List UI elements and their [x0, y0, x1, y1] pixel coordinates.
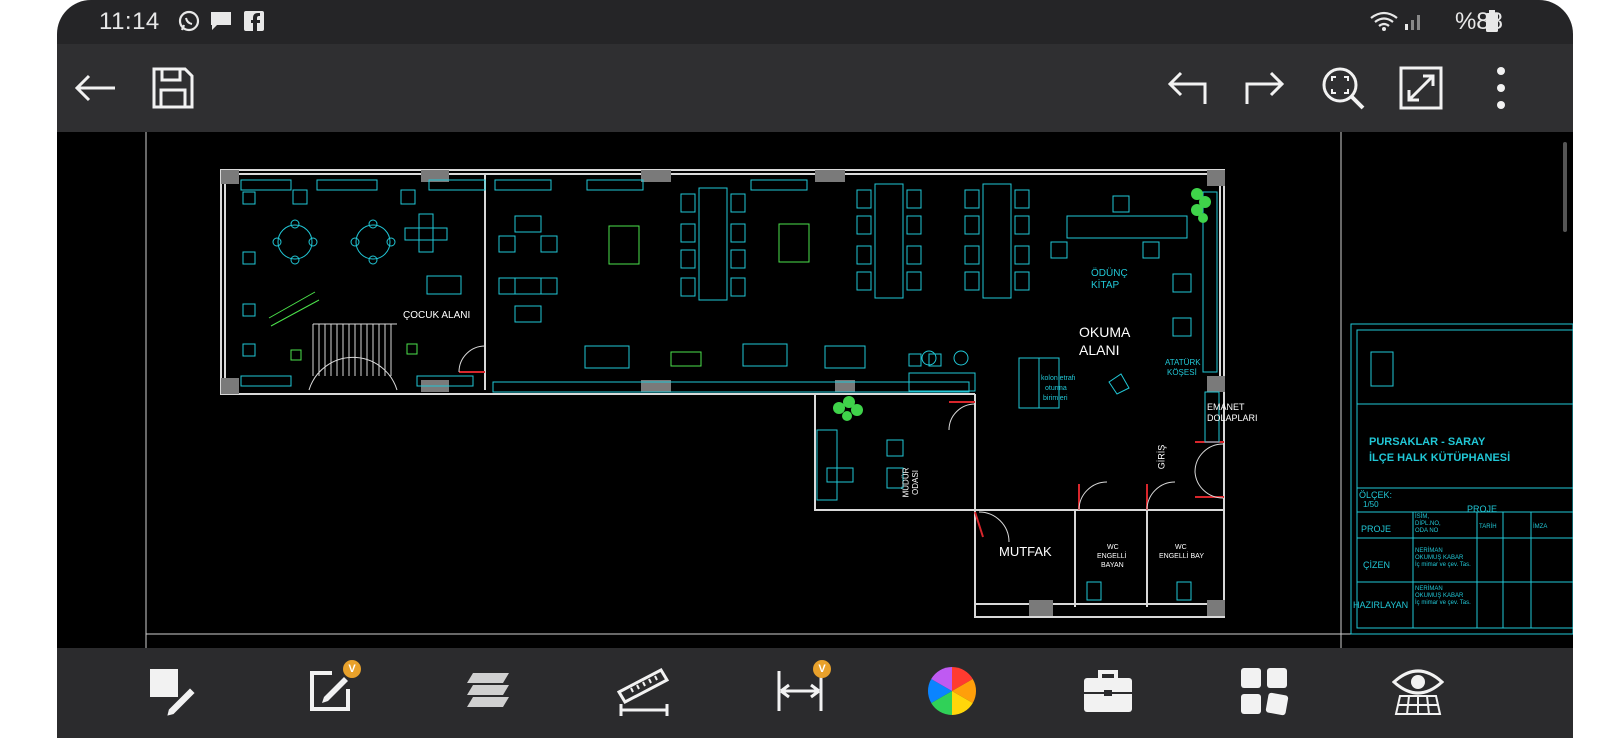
whatsapp-icon [177, 9, 201, 33]
edit-tool-button[interactable]: V [301, 660, 361, 720]
drawing-canvas[interactable]: ÇOCUK ALANI OKUMA ALANI ÖDÜNÇ KİTAP ATAT… [57, 132, 1573, 648]
app-window: 11:14 %88 [57, 0, 1573, 738]
room-label-wc-female-2: ENGELLİ [1097, 553, 1127, 560]
room-label-director-2: ODASI [910, 470, 920, 495]
room-label-director-1: MÜDÜR [901, 467, 911, 498]
signal-icon [1403, 9, 1425, 33]
edit-badge: V [343, 660, 361, 678]
status-bar: 11:14 %88 [57, 0, 1573, 44]
save-icon [152, 67, 194, 109]
room-label-wc-female-3: BAYAN [1101, 562, 1124, 569]
wifi-icon [1369, 9, 1399, 33]
undo-icon [1167, 71, 1207, 104]
title-block-imza: İMZA [1533, 524, 1548, 530]
highlighted-furniture [268, 223, 810, 367]
room-label-lend-1: ÖDÜNÇ [1091, 268, 1128, 279]
room-label-reading-1: OKUMA [1079, 324, 1131, 340]
blocks-icon [1241, 668, 1289, 716]
layers-icon [467, 673, 509, 707]
column-note-2: oturma [1045, 385, 1067, 392]
title-block-cizen-name-2: OKUMUŞ KABAR [1415, 555, 1464, 561]
room-label-ataturk-2: KÖŞESİ [1167, 368, 1197, 377]
title-block-info-3: ODA NO [1415, 528, 1439, 534]
save-button[interactable] [145, 60, 201, 116]
title-block-frame [1350, 323, 1573, 635]
color-tool-button[interactable] [923, 662, 981, 720]
plants [833, 188, 1211, 421]
room-label-locker-1: EMANET [1207, 402, 1245, 412]
title-block-title-1: PURSAKLAR - SARAY [1369, 436, 1486, 448]
more-vertical-icon [1497, 67, 1505, 109]
room-label-ataturk-1: ATATÜRK [1165, 358, 1201, 367]
back-arrow-icon [74, 74, 115, 102]
back-button[interactable] [67, 60, 123, 116]
markup-tool-button[interactable] [143, 662, 201, 720]
toolbox-icon [1084, 670, 1132, 712]
room-label-wc-female-1: WC [1107, 544, 1119, 551]
title-block-proje-header: PROJE [1467, 504, 1498, 514]
title-block-scale-value: 1/50 [1363, 500, 1379, 509]
room-label-lend-2: KİTAP [1091, 280, 1120, 291]
title-block-info-2: DİPL.NO, [1415, 521, 1441, 527]
view-icon [1392, 669, 1444, 715]
measure-tool-button[interactable] [615, 662, 673, 720]
title-block-cizen-role: İç mimar ve çev. Tas. [1415, 562, 1471, 568]
door-marks [459, 371, 1224, 538]
building-walls [220, 169, 1225, 618]
stair-steps [308, 323, 398, 391]
fullscreen-icon [1399, 66, 1443, 110]
more-options-button[interactable] [1473, 60, 1529, 116]
zoom-extents-button[interactable] [1315, 60, 1371, 116]
reading-tables [498, 183, 1220, 601]
status-time: 11:14 [99, 8, 160, 35]
title-block-cizen-name: NERİMAN [1415, 548, 1443, 554]
view-mode-button[interactable] [1389, 662, 1447, 720]
title-block-haz-name: NERİMAN [1415, 586, 1443, 592]
bottom-toolbar: V V [57, 648, 1573, 738]
room-label-wc-male-1: WC [1175, 544, 1187, 551]
top-toolbar [57, 44, 1573, 132]
dimension-tool-button[interactable]: V [771, 660, 831, 720]
battery-icon [1485, 9, 1499, 33]
column-note-1: kolon etrafı [1041, 375, 1076, 382]
redo-button[interactable] [1237, 60, 1293, 116]
title-block-title-2: İLÇE HALK KÜTÜPHANESİ [1369, 452, 1511, 464]
facebook-icon [243, 9, 265, 33]
room-label-locker-2: DOLAPLARI [1207, 413, 1258, 423]
zoom-extents-icon [1322, 67, 1365, 110]
door-arcs [458, 345, 1224, 543]
title-block-proje: PROJE [1361, 524, 1392, 534]
title-block-haz-name-2: OKUMUŞ KABAR [1415, 593, 1464, 599]
room-label-reading-2: ALANI [1079, 342, 1120, 358]
title-block-hazirlayan: HAZIRLAYAN [1353, 600, 1409, 610]
redo-icon [1245, 71, 1285, 104]
title-block-tarih: TARİH [1479, 524, 1497, 530]
measure-ruler-icon [617, 668, 670, 716]
title-block-cizen: ÇİZEN [1363, 560, 1390, 570]
title-block-info-1: İSİM, [1415, 514, 1430, 520]
bookshelves [240, 179, 1218, 393]
room-label-children: ÇOCUK ALANI [403, 310, 471, 321]
markup-icon [150, 669, 198, 717]
children-furniture [242, 189, 462, 357]
room-label-wc-male-2: ENGELLİ BAY [1159, 553, 1205, 560]
room-label-entrance: GİRİŞ [1156, 444, 1167, 470]
edit-icon [310, 671, 350, 711]
vertical-scrollbar[interactable] [1563, 142, 1567, 232]
title-block-scale-label: ÖLÇEK: [1359, 490, 1393, 500]
fullscreen-button[interactable] [1393, 60, 1449, 116]
room-label-kitchen: MUTFAK [999, 544, 1052, 559]
undo-button[interactable] [1159, 60, 1215, 116]
layers-tool-button[interactable] [459, 662, 517, 720]
color-wheel-icon [927, 667, 977, 715]
toolbox-button[interactable] [1079, 662, 1137, 720]
columns [221, 170, 1225, 616]
message-icon [209, 9, 233, 33]
column-note-3: birimleri [1043, 395, 1068, 402]
blocks-button[interactable] [1235, 662, 1293, 720]
dimension-badge: V [813, 660, 831, 678]
title-block-haz-role: İç mimar ve çev. Tas. [1415, 600, 1471, 606]
